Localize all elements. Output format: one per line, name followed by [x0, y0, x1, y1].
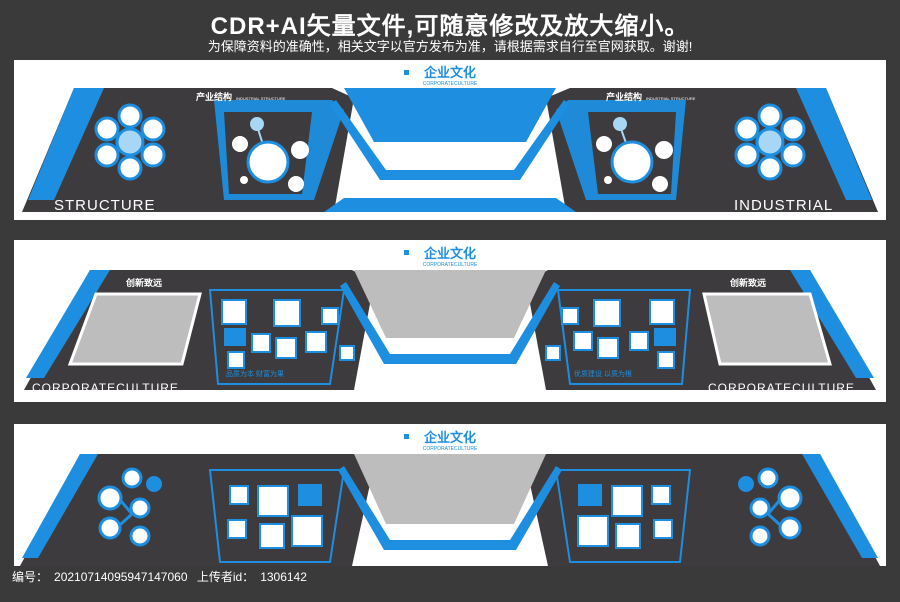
footer-info: 编号： 20210714095947147060 上传者id： 1306142: [12, 568, 313, 585]
center-subtitle: CORPORATECULTURE: [423, 446, 478, 452]
center-subtitle: CORPORATECULTURE: [423, 81, 478, 87]
center-subtitle: CORPORATECULTURE: [423, 262, 478, 268]
uploader-label: 上传者id：: [196, 570, 255, 584]
id-value: 20210714095947147060: [54, 570, 188, 584]
left-heading: 创新致远: [125, 277, 163, 288]
center-gray-trapezoid: [354, 270, 546, 338]
right-grid-frame: [556, 289, 692, 385]
panel-structure: 企业文化 CORPORATECULTURE 产业结构 INDUSTRIAL ST…: [14, 60, 886, 220]
left-grid-frame: [208, 289, 346, 385]
left-photo-grid: [221, 299, 355, 369]
center-title: 企业文化: [423, 430, 476, 445]
right-circle-cluster: [738, 467, 803, 547]
left-blue-accent: [28, 88, 104, 200]
right-heading: 创新致远: [729, 277, 767, 288]
title-bullet: [404, 250, 409, 255]
left-text-block: [224, 328, 246, 346]
center-trapezoid: [344, 88, 556, 142]
right-gray-panel: [702, 292, 832, 366]
panel-culture: 企业文化 CORPORATECULTURE 创新致远 创新致远 品质为本 财富为…: [14, 240, 886, 402]
uploader-value: 1306142: [260, 570, 307, 584]
center-title: 企业文化: [423, 246, 476, 261]
right-blue-accent: [802, 454, 878, 558]
left-text-block: [298, 484, 322, 506]
panel-culture-art: 企业文化 CORPORATECULTURE 创新致远 创新致远 品质为本 财富为…: [24, 246, 876, 395]
right-slogan: 优质建设 以质为根: [574, 369, 632, 378]
header: CDR+AI矢量文件,可随意修改及放大缩小。 为保障资料的准确性，相关文字以官方…: [0, 0, 900, 58]
right-photo-grid: [577, 485, 673, 549]
panel-structure-art: 企业文化 CORPORATECULTURE 产业结构 INDUSTRIAL ST…: [22, 65, 878, 214]
left-photo-grid: [227, 485, 323, 549]
right-blue-accent: [796, 88, 872, 200]
left-circle-cluster: [97, 467, 162, 547]
center-gray-trapezoid: [354, 454, 546, 524]
page-subtitle: 为保障资料的准确性，相关文字以官方发布为准，请根据需求自行至官网获取。谢谢!: [207, 39, 693, 54]
left-circle-cluster: [94, 103, 166, 181]
center-title: 企业文化: [423, 65, 476, 80]
panel-culture-alt-art: 企业文化 CORPORATECULTURE: [20, 430, 880, 566]
right-text-block: [654, 328, 676, 346]
left-slogan: 品质为本 财富为果: [226, 369, 284, 378]
left-blue-accent: [22, 454, 98, 558]
left-heading: 产业结构: [196, 91, 232, 102]
right-text-block: [578, 484, 602, 506]
left-heading-en: INDUSTRIAL STRUCTURE: [236, 96, 286, 101]
right-grid-frame: [554, 469, 692, 563]
left-gray-panel: [67, 292, 202, 366]
left-blue-accent: [26, 270, 110, 378]
right-photo-grid: [545, 299, 675, 369]
left-word: CORPORATECULTURE: [32, 381, 179, 395]
title-bullet: [404, 70, 409, 75]
right-word: CORPORATECULTURE: [708, 381, 855, 395]
id-label: 编号：: [12, 570, 49, 584]
right-heading: 产业结构: [606, 91, 642, 102]
left-molecule: [232, 117, 309, 192]
right-word: INDUSTRIAL: [734, 197, 833, 214]
right-heading-en: INDUSTRIAL STRUCTURE: [646, 96, 696, 101]
right-circle-cluster: [734, 103, 806, 181]
left-dark-wing: [24, 270, 374, 390]
left-grid-frame: [208, 469, 346, 563]
page-title: CDR+AI矢量文件,可随意修改及放大缩小。: [210, 13, 690, 40]
center-bottom-blue: [324, 198, 576, 212]
title-bullet: [404, 434, 409, 439]
left-word: STRUCTURE: [54, 197, 156, 214]
panel-culture-alt: 企业文化 CORPORATECULTURE: [14, 424, 886, 566]
right-molecule: [596, 117, 673, 192]
